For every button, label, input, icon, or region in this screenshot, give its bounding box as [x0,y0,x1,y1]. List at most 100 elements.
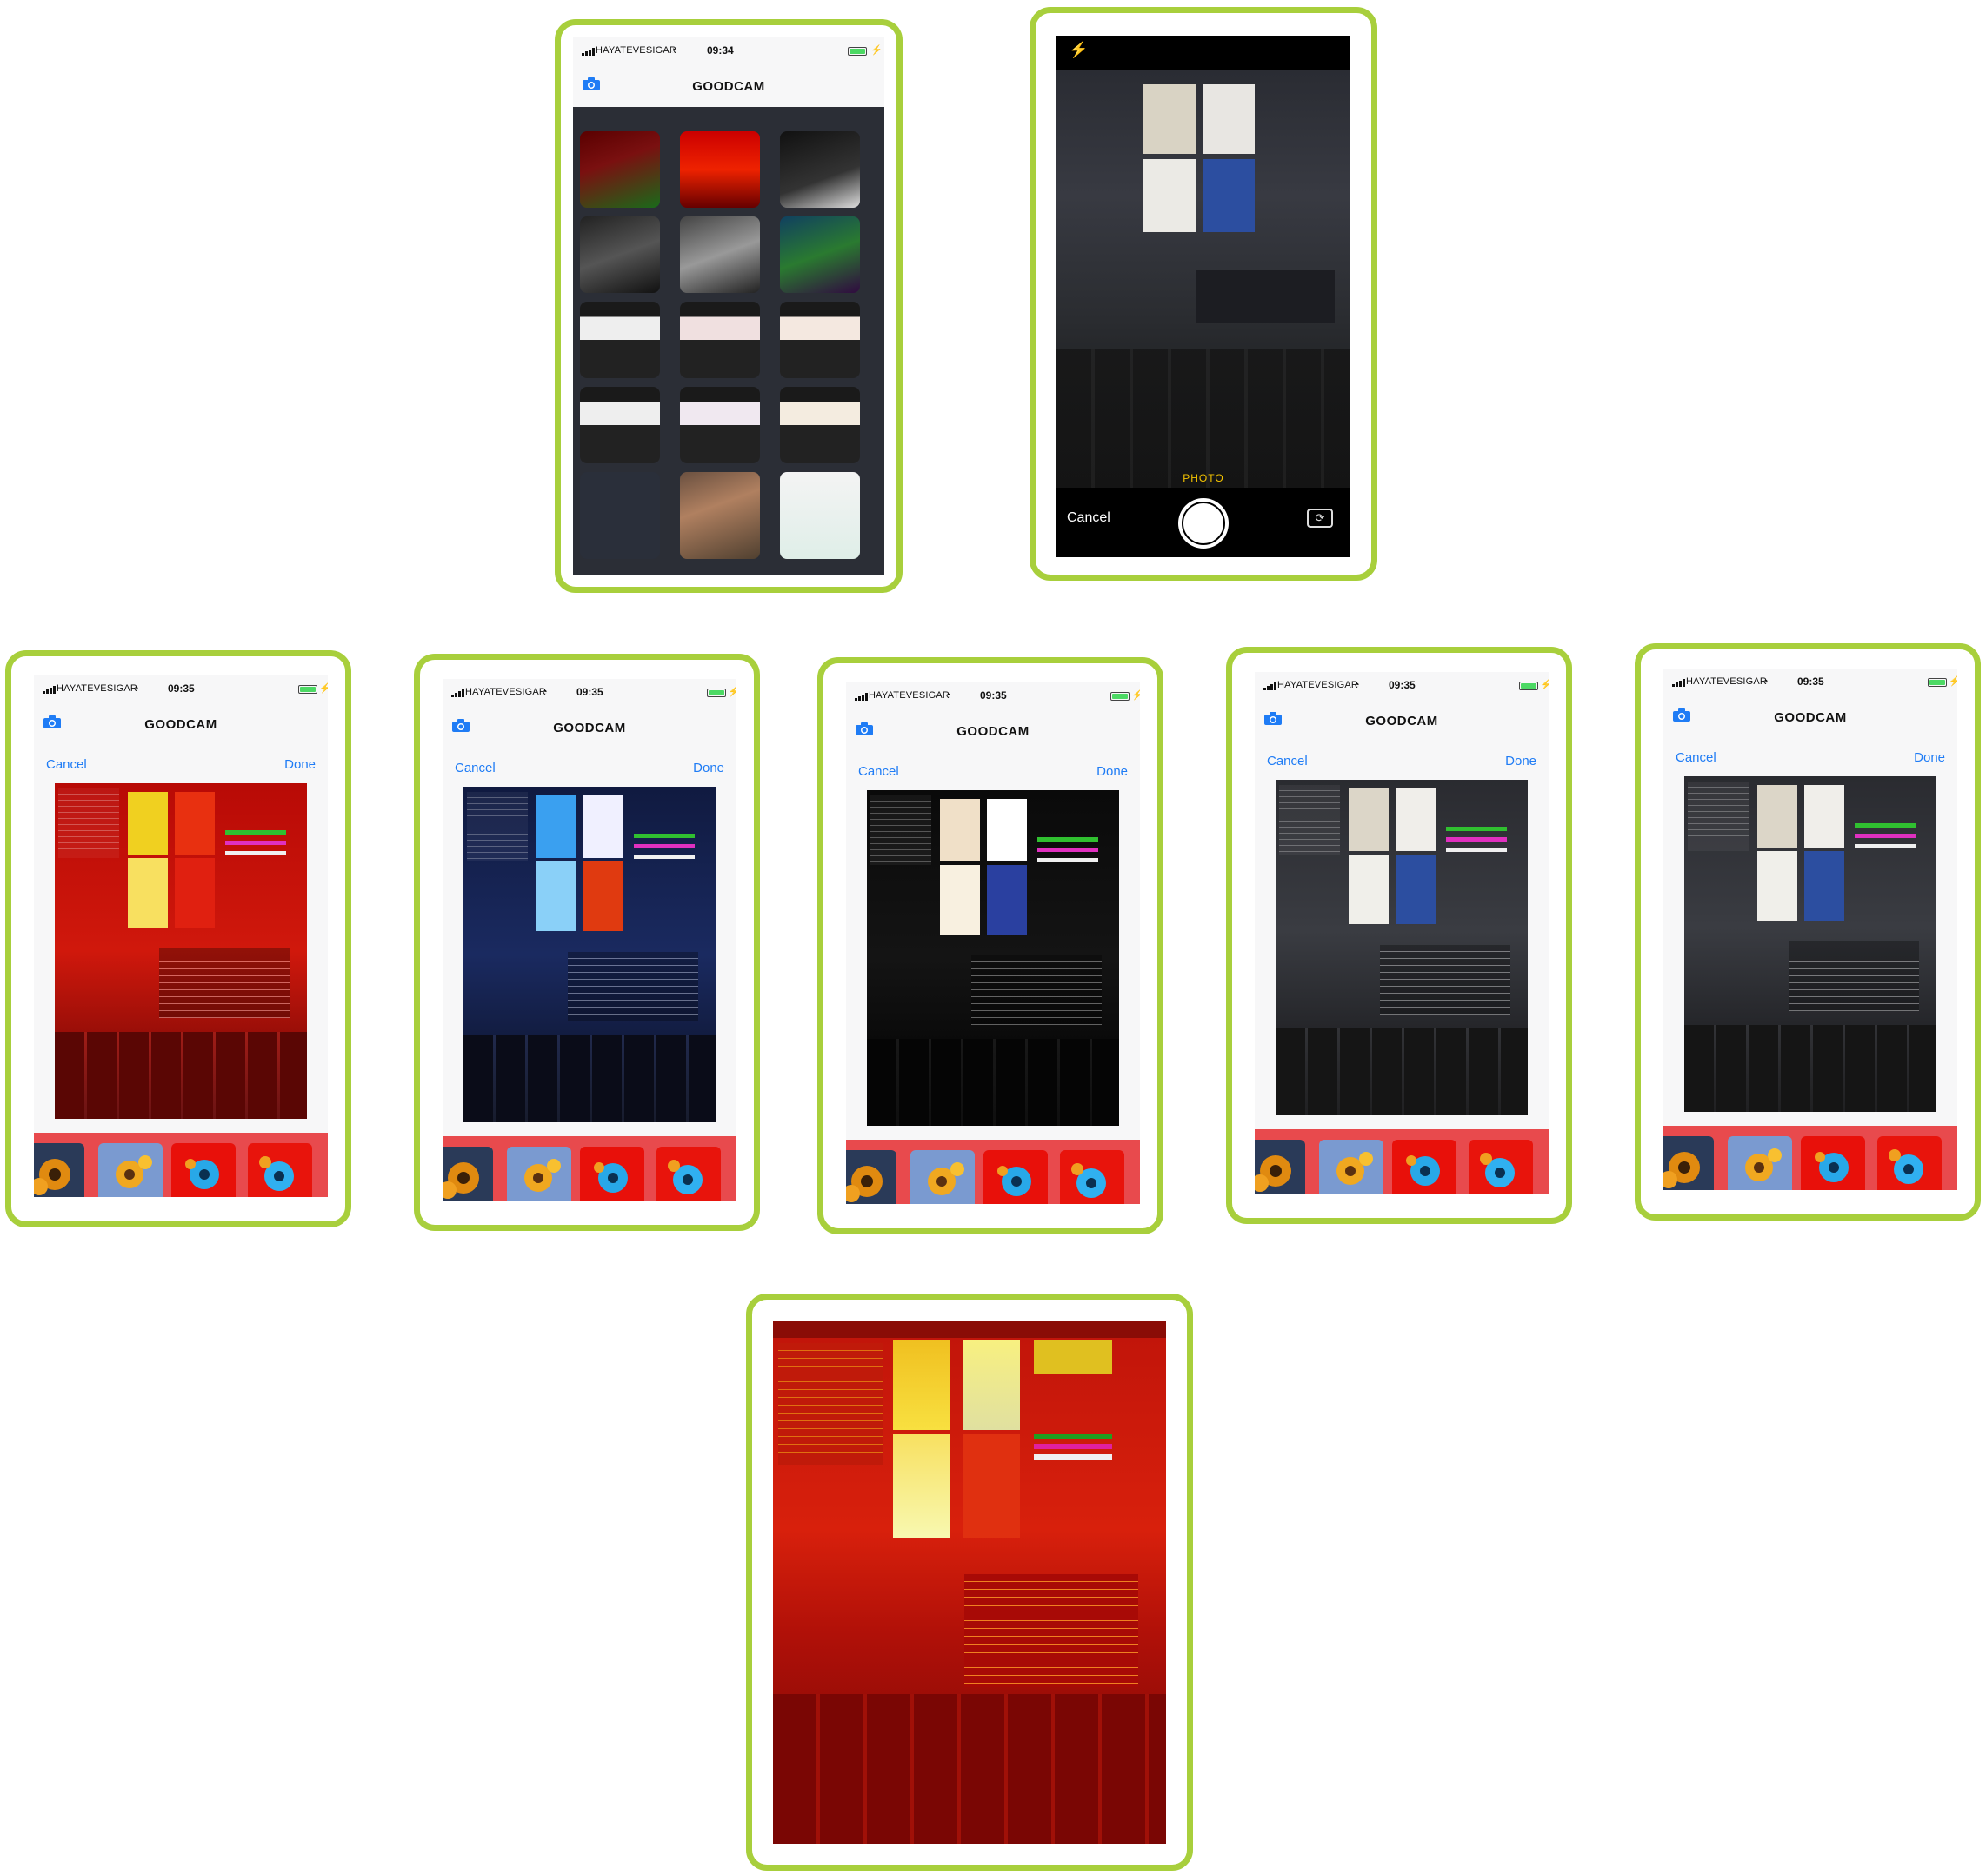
camera-icon[interactable] [855,722,874,736]
photo-thumbnail[interactable] [580,216,660,293]
photo-thumbnail[interactable] [780,131,860,208]
filter-thumbnail-red[interactable] [171,1143,236,1197]
filter-thumbnail-red[interactable] [1801,1136,1865,1190]
carrier-label: HAYATEVESIGAR [57,683,138,694]
camera-icon[interactable] [1263,712,1283,726]
photo-thumbnail[interactable] [680,387,760,463]
signal-icon [582,48,595,56]
filtered-preview-image [1276,780,1528,1115]
done-button[interactable]: Done [1914,750,1945,765]
flash-icon[interactable]: ⚡ [1069,41,1089,58]
done-button[interactable]: Done [693,761,724,775]
cancel-button[interactable]: Cancel [858,764,899,779]
action-bar: Cancel Done [34,745,328,783]
action-bar: Cancel Done [1663,738,1957,776]
filter-thumbnail-dots[interactable] [846,1150,896,1204]
cancel-button[interactable]: Cancel [455,761,496,775]
signal-icon [1263,682,1276,690]
navigation-bar: GOODCAM [1255,702,1549,742]
camera-icon[interactable] [43,715,62,729]
battery-icon [1110,692,1130,701]
filtered-preview-image [1684,776,1936,1112]
navigation-bar: GOODCAM [1663,698,1957,739]
filter-thumbnail-dots[interactable] [443,1147,493,1201]
photo-thumbnail[interactable] [680,302,760,378]
status-time: 09:35 [1389,679,1416,691]
action-bar: Cancel Done [846,752,1140,790]
photo-thumbnail[interactable] [780,387,860,463]
camera-screen: ⚡ PHOTO Cancel ⟳ [1056,36,1350,557]
status-time: 09:35 [1797,675,1824,688]
done-button[interactable]: Done [284,757,316,772]
photo-mode-label[interactable]: PHOTO [1183,472,1224,484]
cancel-button[interactable]: Cancel [46,757,87,772]
cancel-button[interactable]: Cancel [1676,750,1716,765]
battery-icon [1928,678,1947,687]
gallery-screen-frame: HAYATEVESIGAR ◔ 09:34 ⚡ GOODCAM [555,19,903,593]
camera-icon[interactable] [582,77,601,91]
photo-grid [573,107,884,575]
carrier-label: HAYATEVESIGAR [869,690,950,701]
status-bar: HAYATEVESIGAR ◔ 09:35 ⚡ [1663,669,1957,698]
photo-thumbnail[interactable] [580,302,660,378]
camera-icon[interactable] [1672,708,1691,722]
camera-icon[interactable] [451,719,470,733]
photo-thumbnail[interactable] [780,472,860,559]
filter-thumbnail-red-alt[interactable] [1877,1136,1942,1190]
filter-thumbnail-red[interactable] [580,1147,644,1201]
page-title: GOODCAM [956,724,1030,739]
page-title: GOODCAM [1774,710,1847,725]
filter-thumbnail-soft[interactable] [1319,1140,1383,1194]
filter-screen: HAYATEVESIGAR ◔ 09:35 ⚡ GOODCAM Cancel D… [1255,672,1549,1194]
wifi-icon: ◔ [133,683,139,694]
filter-screen: HAYATEVESIGAR ◔ 09:35 ⚡ GOODCAM Cancel D… [443,679,736,1201]
done-button[interactable]: Done [1096,764,1128,779]
charging-icon: ⚡ [319,682,328,694]
filter-thumbnail-dots[interactable] [1663,1136,1714,1190]
wifi-icon: ◔ [542,687,548,697]
photo-thumbnail[interactable] [780,216,860,293]
status-bar: HAYATEVESIGAR ◔ 09:35 ⚡ [443,679,736,708]
action-bar: Cancel Done [1255,742,1549,780]
filter-thumbnail-red-alt[interactable] [1060,1150,1124,1204]
photo-thumbnail[interactable] [680,216,760,293]
carrier-label: HAYATEVESIGAR [1686,676,1768,687]
navigation-bar: GOODCAM [443,708,736,749]
photo-thumbnail[interactable] [580,472,660,559]
filter-thumbnail-soft[interactable] [1728,1136,1792,1190]
filter-strip [1255,1129,1549,1194]
signal-icon [1672,679,1685,687]
photo-thumbnail[interactable] [580,387,660,463]
filter-thumbnail-soft[interactable] [507,1147,571,1201]
gallery-screen: HAYATEVESIGAR ◔ 09:34 ⚡ GOODCAM [573,37,884,575]
filter-thumbnail-soft[interactable] [98,1143,163,1197]
filter-thumbnail-dots[interactable] [1255,1140,1305,1194]
photo-thumbnail[interactable] [580,131,660,208]
battery-icon [848,47,867,56]
result-image-frame [746,1294,1193,1871]
navigation-bar: GOODCAM [846,712,1140,753]
camera-switch-icon[interactable]: ⟳ [1307,509,1333,528]
status-bar: HAYATEVESIGAR ◔ 09:35 ⚡ [34,675,328,705]
navigation-bar: GOODCAM [573,67,884,108]
status-time: 09:35 [980,689,1007,702]
charging-icon: ⚡ [870,45,883,56]
done-button[interactable]: Done [1505,754,1536,768]
filter-thumbnail-red-alt[interactable] [1469,1140,1533,1194]
status-bar: HAYATEVESIGAR ◔ 09:34 ⚡ [573,37,884,67]
photo-thumbnail[interactable] [680,131,760,208]
shutter-button[interactable] [1178,498,1229,549]
wifi-icon: ◔ [945,690,951,701]
filter-thumbnail-red-alt[interactable] [248,1143,312,1197]
cancel-button[interactable]: Cancel [1267,754,1308,768]
filter-thumbnail-dots[interactable] [34,1143,84,1197]
photo-thumbnail[interactable] [680,472,760,559]
photo-thumbnail[interactable] [780,302,860,378]
filter-thumbnail-soft[interactable] [910,1150,975,1204]
filter-thumbnail-red[interactable] [1392,1140,1456,1194]
filter-strip [443,1136,736,1201]
filter-thumbnail-red[interactable] [983,1150,1048,1204]
camera-cancel-button[interactable]: Cancel [1067,510,1110,525]
filter-screen: HAYATEVESIGAR ◔ 09:35 ⚡ GOODCAM Cancel D… [1663,669,1957,1190]
filter-thumbnail-red-alt[interactable] [656,1147,721,1201]
